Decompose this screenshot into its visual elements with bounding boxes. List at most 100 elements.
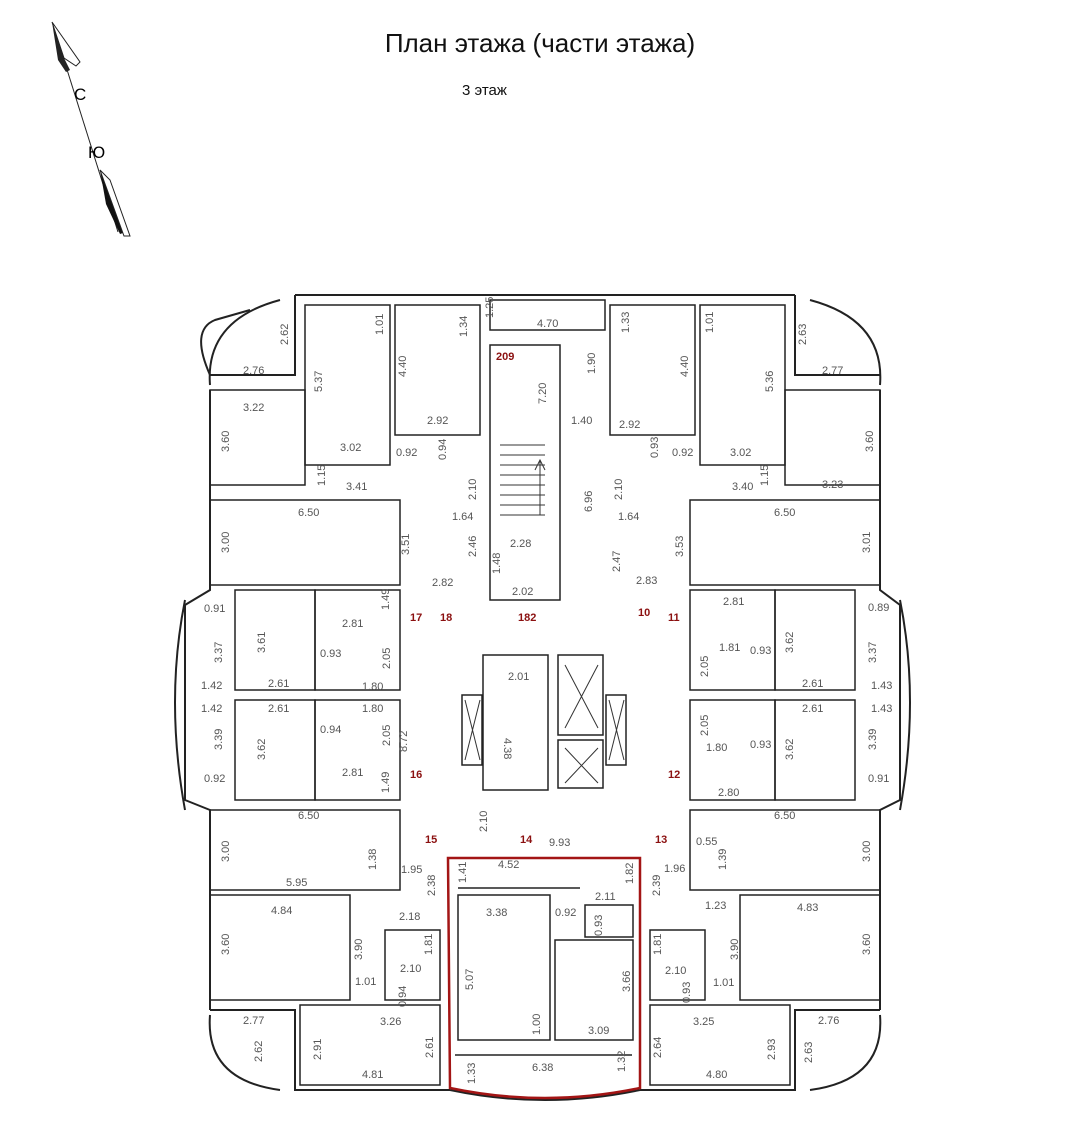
svg-text:5.36: 5.36: [764, 371, 776, 392]
svg-text:2.11: 2.11: [595, 891, 616, 903]
svg-text:1.01: 1.01: [704, 312, 716, 333]
dimensions-top: 1.25 4.70 1.01 1.34 1.33 1.01 2.62 2.63 …: [220, 297, 876, 523]
staircase: [500, 444, 546, 516]
svg-text:2.92: 2.92: [427, 415, 448, 427]
dimensions-core: 2.01 4.38 8.72 2.10 9.93: [398, 671, 570, 849]
svg-text:2.28: 2.28: [510, 538, 531, 550]
svg-text:3.62: 3.62: [256, 739, 268, 760]
svg-text:0.89: 0.89: [868, 602, 889, 614]
svg-text:3.01: 3.01: [861, 532, 873, 553]
svg-text:2.63: 2.63: [797, 324, 809, 345]
svg-text:2.05: 2.05: [699, 715, 711, 736]
svg-text:4.52: 4.52: [498, 859, 519, 871]
svg-text:2.61: 2.61: [802, 678, 823, 690]
svg-text:3.62: 3.62: [784, 739, 796, 760]
room-label-209: 209: [496, 351, 514, 363]
svg-text:3.39: 3.39: [867, 729, 879, 750]
svg-text:1.33: 1.33: [620, 312, 632, 333]
compass-south-label: Ю: [88, 143, 105, 162]
svg-text:1.43: 1.43: [871, 703, 892, 715]
svg-text:1.80: 1.80: [706, 742, 727, 754]
svg-text:3.41: 3.41: [346, 481, 367, 493]
room-label-11: 11: [668, 612, 680, 624]
svg-text:1.80: 1.80: [362, 703, 383, 715]
svg-text:2.61: 2.61: [268, 703, 289, 715]
svg-text:1.81: 1.81: [423, 934, 435, 955]
svg-text:6.50: 6.50: [298, 507, 319, 519]
svg-text:1.00: 1.00: [531, 1014, 543, 1035]
svg-text:0.92: 0.92: [672, 447, 693, 459]
svg-text:1.39: 1.39: [717, 849, 729, 870]
svg-text:3.51: 3.51: [400, 534, 412, 555]
svg-text:3.09: 3.09: [588, 1025, 609, 1037]
svg-text:0.91: 0.91: [204, 603, 225, 615]
svg-text:2.93: 2.93: [766, 1039, 778, 1060]
svg-text:1.01: 1.01: [713, 977, 734, 989]
room-label-12: 12: [668, 769, 680, 781]
svg-text:2.77: 2.77: [243, 1015, 264, 1027]
svg-text:1.43: 1.43: [871, 680, 892, 692]
svg-text:1.38: 1.38: [367, 849, 379, 870]
exterior-walls: [174, 294, 911, 1101]
svg-text:2.83: 2.83: [636, 575, 657, 587]
svg-text:1.23: 1.23: [705, 900, 726, 912]
svg-text:1.80: 1.80: [362, 681, 383, 693]
svg-text:4.80: 4.80: [706, 1069, 727, 1081]
svg-text:1.81: 1.81: [652, 934, 664, 955]
svg-text:2.10: 2.10: [478, 811, 490, 832]
room-label-10: 10: [638, 607, 650, 619]
svg-text:4.40: 4.40: [679, 356, 691, 377]
svg-text:1.64: 1.64: [452, 511, 473, 523]
north-arrow-icon: С Ю: [51, 21, 131, 237]
svg-text:0.94: 0.94: [437, 439, 449, 460]
svg-text:4.81: 4.81: [362, 1069, 383, 1081]
svg-text:2.82: 2.82: [432, 577, 453, 589]
compass-north-label: С: [74, 85, 86, 104]
svg-text:5.95: 5.95: [286, 877, 307, 889]
svg-text:5.37: 5.37: [313, 371, 325, 392]
svg-text:1.49: 1.49: [380, 589, 392, 610]
svg-text:2.77: 2.77: [822, 365, 843, 377]
svg-text:3.39: 3.39: [213, 729, 225, 750]
room-label-15: 15: [425, 834, 437, 846]
room-label-13: 13: [655, 834, 667, 846]
svg-text:0.93: 0.93: [681, 982, 693, 1003]
svg-text:1.95: 1.95: [401, 864, 422, 876]
svg-text:2.62: 2.62: [279, 324, 291, 345]
svg-text:2.76: 2.76: [818, 1015, 839, 1027]
svg-text:2.81: 2.81: [342, 618, 363, 630]
svg-text:3.00: 3.00: [220, 841, 232, 862]
svg-text:2.10: 2.10: [400, 963, 421, 975]
svg-text:2.76: 2.76: [243, 365, 264, 377]
svg-text:1.33: 1.33: [466, 1063, 478, 1084]
svg-text:2.63: 2.63: [803, 1042, 815, 1063]
svg-text:1.64: 1.64: [618, 511, 639, 523]
svg-text:0.94: 0.94: [320, 724, 341, 736]
svg-text:3.38: 3.38: [486, 907, 507, 919]
svg-text:2.92: 2.92: [619, 419, 640, 431]
svg-text:3.60: 3.60: [861, 934, 873, 955]
svg-text:0.93: 0.93: [750, 645, 771, 657]
svg-text:2.38: 2.38: [426, 875, 438, 896]
svg-text:0.92: 0.92: [396, 447, 417, 459]
dimensions-bottom: 1.95 4.52 1.96 2.38 2.39 1.41 1.82 5.95 …: [220, 859, 873, 1084]
svg-text:3.40: 3.40: [732, 481, 753, 493]
svg-text:1.01: 1.01: [374, 314, 386, 335]
svg-text:2.81: 2.81: [723, 596, 744, 608]
svg-text:1.42: 1.42: [201, 703, 222, 715]
svg-text:1.90: 1.90: [586, 353, 598, 374]
svg-text:1.42: 1.42: [201, 680, 222, 692]
svg-text:2.61: 2.61: [268, 678, 289, 690]
svg-text:8.72: 8.72: [398, 731, 410, 752]
svg-text:7.20: 7.20: [537, 383, 549, 404]
svg-text:3.26: 3.26: [380, 1016, 401, 1028]
svg-text:1.01: 1.01: [355, 976, 376, 988]
dimensions-upper-mid: 6.50 6.50 3.00 3.01 3.51 3.53 2.46 2.47 …: [201, 507, 892, 693]
svg-text:0.94: 0.94: [397, 986, 409, 1007]
room-label-16: 16: [410, 769, 422, 781]
svg-text:2.62: 2.62: [253, 1041, 265, 1062]
svg-text:1.49: 1.49: [380, 772, 392, 793]
svg-text:2.81: 2.81: [342, 767, 363, 779]
svg-text:1.15: 1.15: [316, 465, 328, 486]
